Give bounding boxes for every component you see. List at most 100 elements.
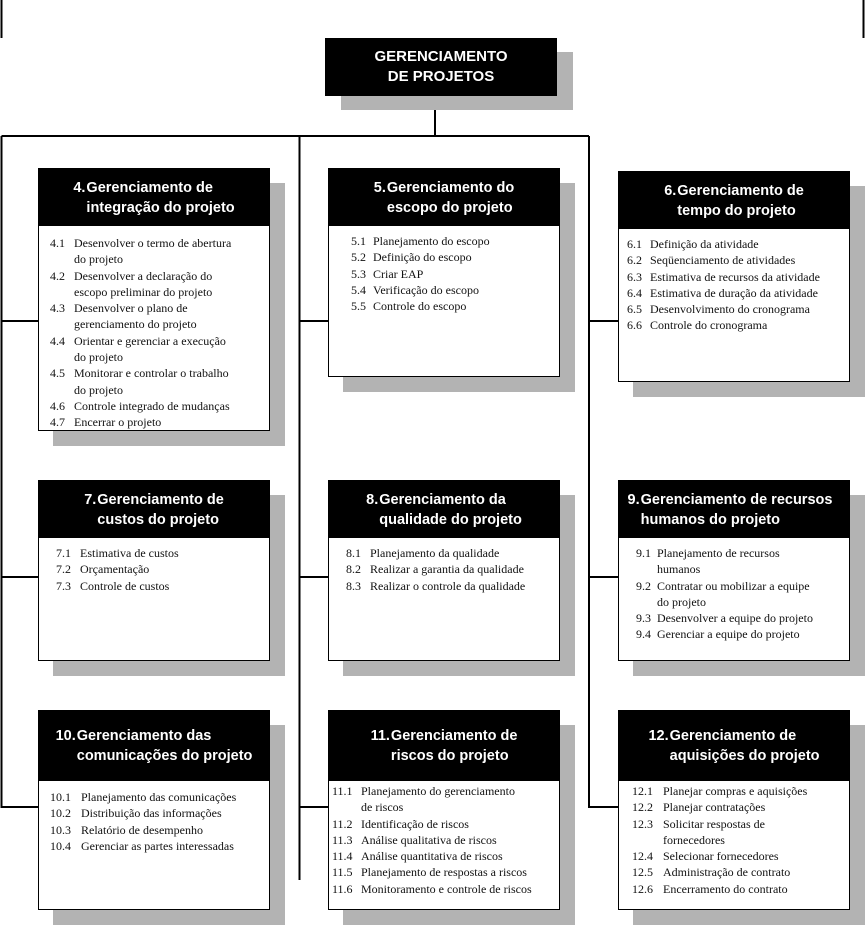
process-label-line: Controle do escopo	[373, 299, 467, 314]
process-number: 4.6	[50, 398, 65, 413]
area-number: 6.	[664, 182, 677, 199]
process-label-line: de riscos	[361, 800, 404, 815]
process-label-line: humanos	[657, 562, 701, 577]
process-label-line: escopo preliminar do projeto	[74, 284, 213, 299]
process-number: 11.6	[332, 881, 353, 896]
area-number: 9.	[627, 491, 640, 508]
process-label-line: fornecedores	[663, 832, 725, 847]
process-number: 9.1	[636, 546, 651, 560]
area-title-line: Gerenciamento de recursos	[640, 491, 833, 508]
process-label-line: Gerenciar a equipe do projeto	[657, 627, 800, 642]
process-item: 12.2 Planejar contratações	[632, 799, 847, 815]
process-number: 4.3	[50, 301, 65, 316]
process-label-line: Encerrar o projeto	[74, 415, 162, 430]
area-number: 4.	[73, 179, 86, 196]
process-item: 9.4 Gerenciar a equipe do projeto	[636, 626, 847, 642]
process-number: 9.2	[636, 578, 651, 593]
process-label-line: Orientar e gerenciar a execução	[74, 333, 226, 348]
process-label-line: Planejamento do escopo	[373, 234, 490, 248]
process-label-line: Planejamento de respostas a riscos	[361, 865, 527, 880]
process-label-line: Encerramento do contrato	[663, 881, 788, 896]
process-number: 5.3	[351, 266, 366, 281]
process-number: 11.1	[332, 784, 353, 798]
process-number: 12.3	[632, 816, 653, 831]
process-number: 8.2	[346, 562, 361, 577]
area-number: 10.	[55, 728, 76, 744]
area-title-line: Gerenciamento de	[390, 728, 518, 744]
process-number: 6.4	[627, 285, 642, 300]
process-number: 11.2	[332, 816, 353, 831]
process-number: 6.6	[627, 318, 642, 333]
process-number: 11.4	[332, 849, 353, 864]
process-label-line: Contratar ou mobilizar a equipe	[657, 578, 810, 593]
root-title-line-1: GERENCIAMENTO	[374, 48, 508, 65]
root-title-line-2: DE PROJETOS	[387, 68, 495, 85]
process-label-line: Planejamento da qualidade	[370, 546, 500, 560]
process-label-line: Análise qualitativa de riscos	[361, 832, 497, 847]
process-number: 12.2	[632, 800, 653, 815]
root-node-box: GERENCIAMENTO DE PROJETOS	[325, 38, 557, 96]
area-title-line: custos do projeto	[97, 511, 219, 528]
area-number: 11.	[370, 728, 390, 744]
process-number: 9.4	[636, 627, 651, 642]
process-number: 10.2	[50, 806, 71, 821]
process-label-line: Orçamentação	[80, 562, 150, 577]
area-title-line: qualidade do projeto	[379, 511, 522, 528]
process-number: 9.3	[636, 611, 651, 626]
process-number: 4.4	[50, 333, 65, 348]
process-label-line: Gerenciar as partes interessadas	[81, 838, 234, 853]
process-label-line: Controle integrado de mudanças	[74, 398, 230, 413]
process-label-line: Monitorar e controlar o trabalho	[74, 366, 229, 381]
area-title-line: Gerenciamento de	[669, 728, 797, 744]
area-title-line: tempo do projeto	[677, 202, 796, 219]
process-label-line: Administração de contrato	[663, 865, 791, 880]
process-label-line: Planejamento do gerenciamento	[361, 784, 515, 798]
process-label-line: Controle do cronograma	[650, 318, 768, 333]
process-label-line: do projeto	[74, 382, 123, 397]
area-title-line: comunicações do projeto	[76, 748, 253, 764]
process-label-line: Desenvolvimento do cronograma	[650, 302, 810, 317]
process-label-line: Desenvolver o plano de	[74, 301, 188, 316]
root-node: GERENCIAMENTO DE PROJETOS	[325, 38, 573, 110]
area-number: 7.	[84, 491, 97, 508]
process-label-line: Solicitar respostas de	[663, 816, 765, 831]
process-number: 10.1	[50, 790, 71, 804]
process-number: 12.5	[632, 865, 653, 880]
process-item: 4.6 Controle integrado de mudanças	[50, 398, 267, 414]
process-label-line: Planejar contratações	[663, 800, 766, 815]
process-item: 11.4 Análise quantitativa de riscos	[332, 848, 557, 864]
process-label-line: Análise quantitativa de riscos	[361, 849, 503, 864]
